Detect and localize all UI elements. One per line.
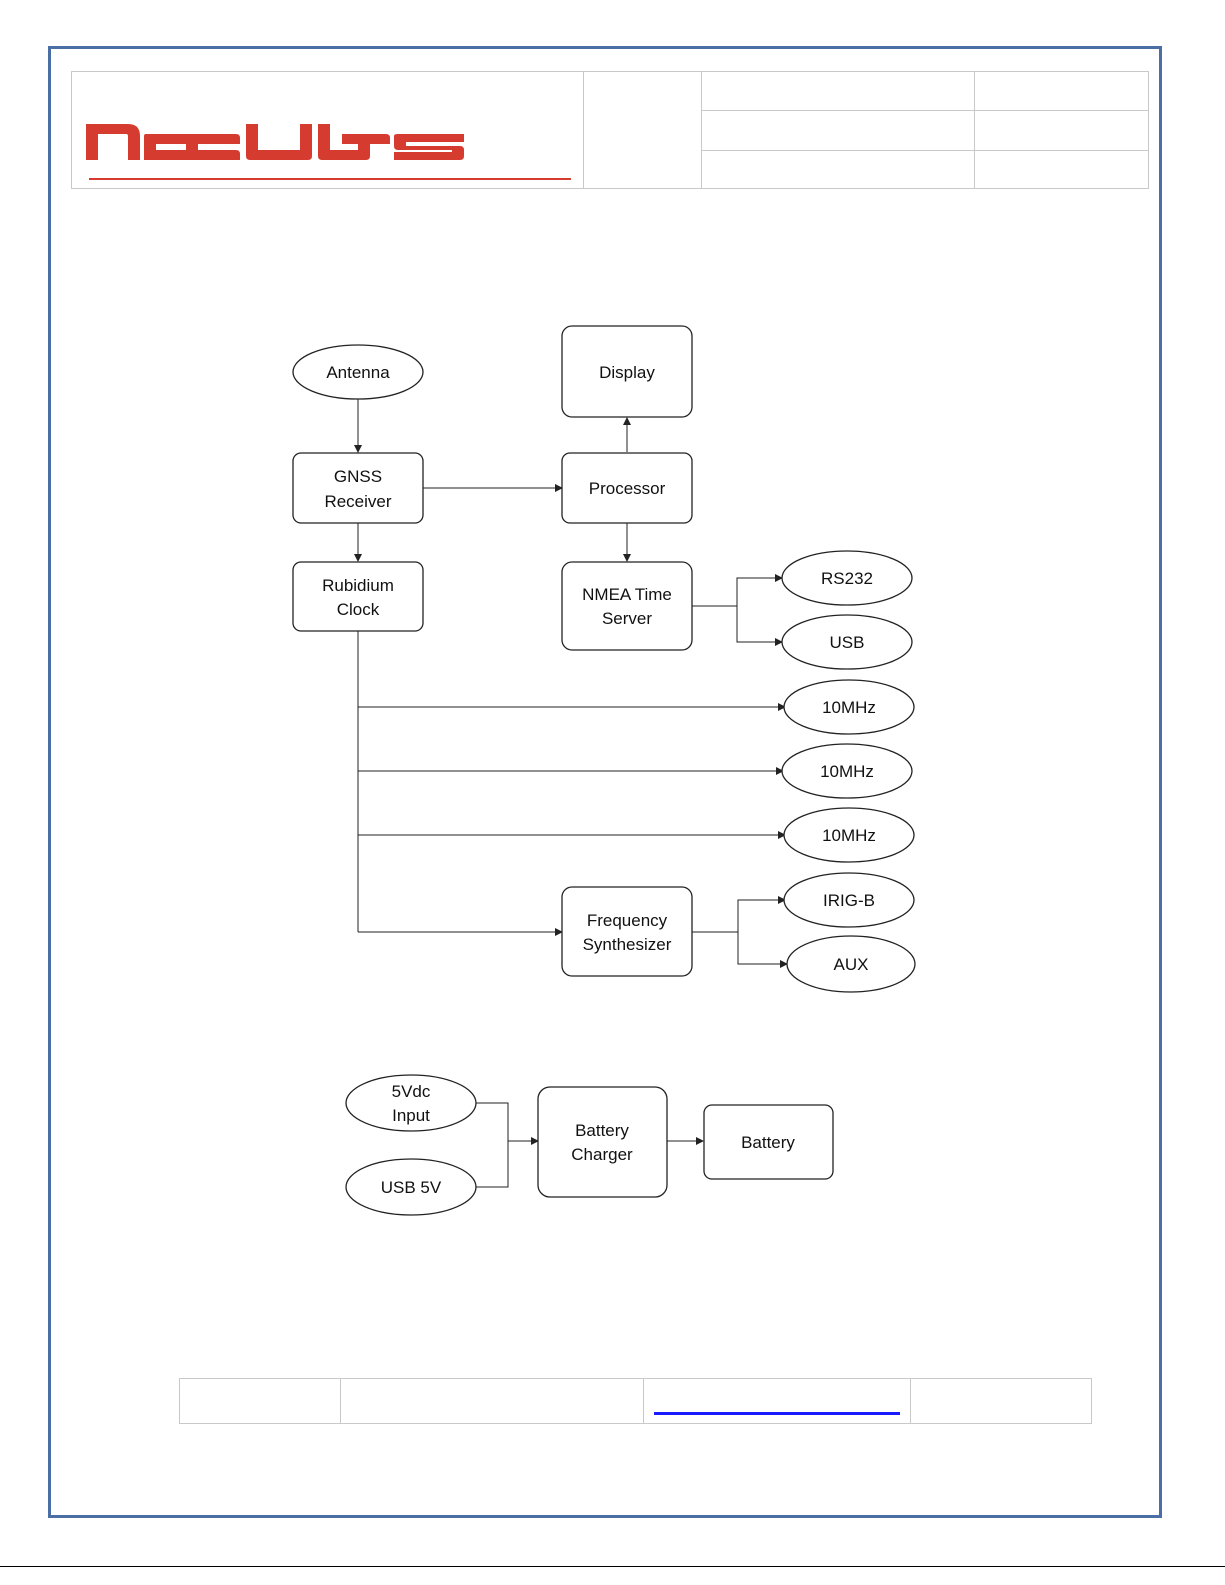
node-irig-b: IRIG-B	[784, 873, 914, 927]
node-rubidium-label-1: Rubidium	[322, 576, 394, 595]
edge-nmea-usb	[737, 606, 782, 642]
edge-usb5v-charger	[475, 1141, 508, 1187]
node-antenna-label: Antenna	[326, 363, 390, 382]
node-aux-label: AUX	[834, 955, 869, 974]
node-5vdc-label-2: Input	[392, 1106, 430, 1125]
edge-freq-aux	[738, 932, 787, 964]
node-freq-label-2: Synthesizer	[583, 935, 672, 954]
node-gnss-receiver: GNSS Receiver	[293, 453, 423, 523]
node-10mhz-1-label: 10MHz	[822, 698, 876, 717]
edge-vdc-charger	[475, 1103, 538, 1141]
node-nmea-label-2: Server	[602, 609, 652, 628]
node-nmea-time-server: NMEA Time Server	[562, 562, 692, 650]
node-10mhz-1: 10MHz	[784, 680, 914, 734]
node-usb: USB	[782, 615, 912, 669]
node-gnss-label-2: Receiver	[324, 492, 391, 511]
node-aux: AUX	[787, 936, 915, 992]
node-usb5v-label: USB 5V	[381, 1178, 442, 1197]
node-rubidium-label-2: Clock	[337, 600, 380, 619]
node-battery-label: Battery	[741, 1133, 795, 1152]
node-10mhz-2-label: 10MHz	[820, 762, 874, 781]
node-display: Display	[562, 326, 692, 417]
footer-cell-1	[180, 1379, 341, 1424]
footer-table	[179, 1378, 1092, 1424]
node-frequency-synthesizer: Frequency Synthesizer	[562, 887, 692, 976]
edge-nmea-rs232	[692, 578, 782, 606]
node-processor: Processor	[562, 453, 692, 523]
node-5vdc-input: 5Vdc Input	[346, 1075, 476, 1131]
node-charger-label-2: Charger	[571, 1145, 633, 1164]
node-rs232: RS232	[782, 551, 912, 605]
node-rubidium-clock: Rubidium Clock	[293, 562, 423, 631]
footer-cell-2	[341, 1379, 644, 1424]
node-usb-label: USB	[830, 633, 865, 652]
node-nmea-label-1: NMEA Time	[582, 585, 672, 604]
node-10mhz-3-label: 10MHz	[822, 826, 876, 845]
edge-freq-irigb	[692, 900, 785, 932]
footer-cell-link[interactable]	[644, 1379, 911, 1424]
node-usb-5v: USB 5V	[346, 1159, 476, 1215]
footer-cell-4	[911, 1379, 1092, 1424]
node-rs232-label: RS232	[821, 569, 873, 588]
node-10mhz-2: 10MHz	[782, 744, 912, 798]
node-display-label: Display	[599, 363, 655, 382]
node-battery-charger: Battery Charger	[538, 1087, 667, 1197]
node-gnss-label-1: GNSS	[334, 467, 382, 486]
node-10mhz-3: 10MHz	[784, 808, 914, 862]
node-charger-label-1: Battery	[575, 1121, 629, 1140]
footer-hyperlink[interactable]	[654, 1412, 900, 1415]
node-antenna: Antenna	[293, 345, 423, 399]
node-processor-label: Processor	[589, 479, 666, 498]
node-5vdc-label-1: 5Vdc	[392, 1082, 431, 1101]
node-freq-label-1: Frequency	[587, 911, 668, 930]
node-battery: Battery	[704, 1105, 833, 1179]
node-irigb-label: IRIG-B	[823, 891, 875, 910]
